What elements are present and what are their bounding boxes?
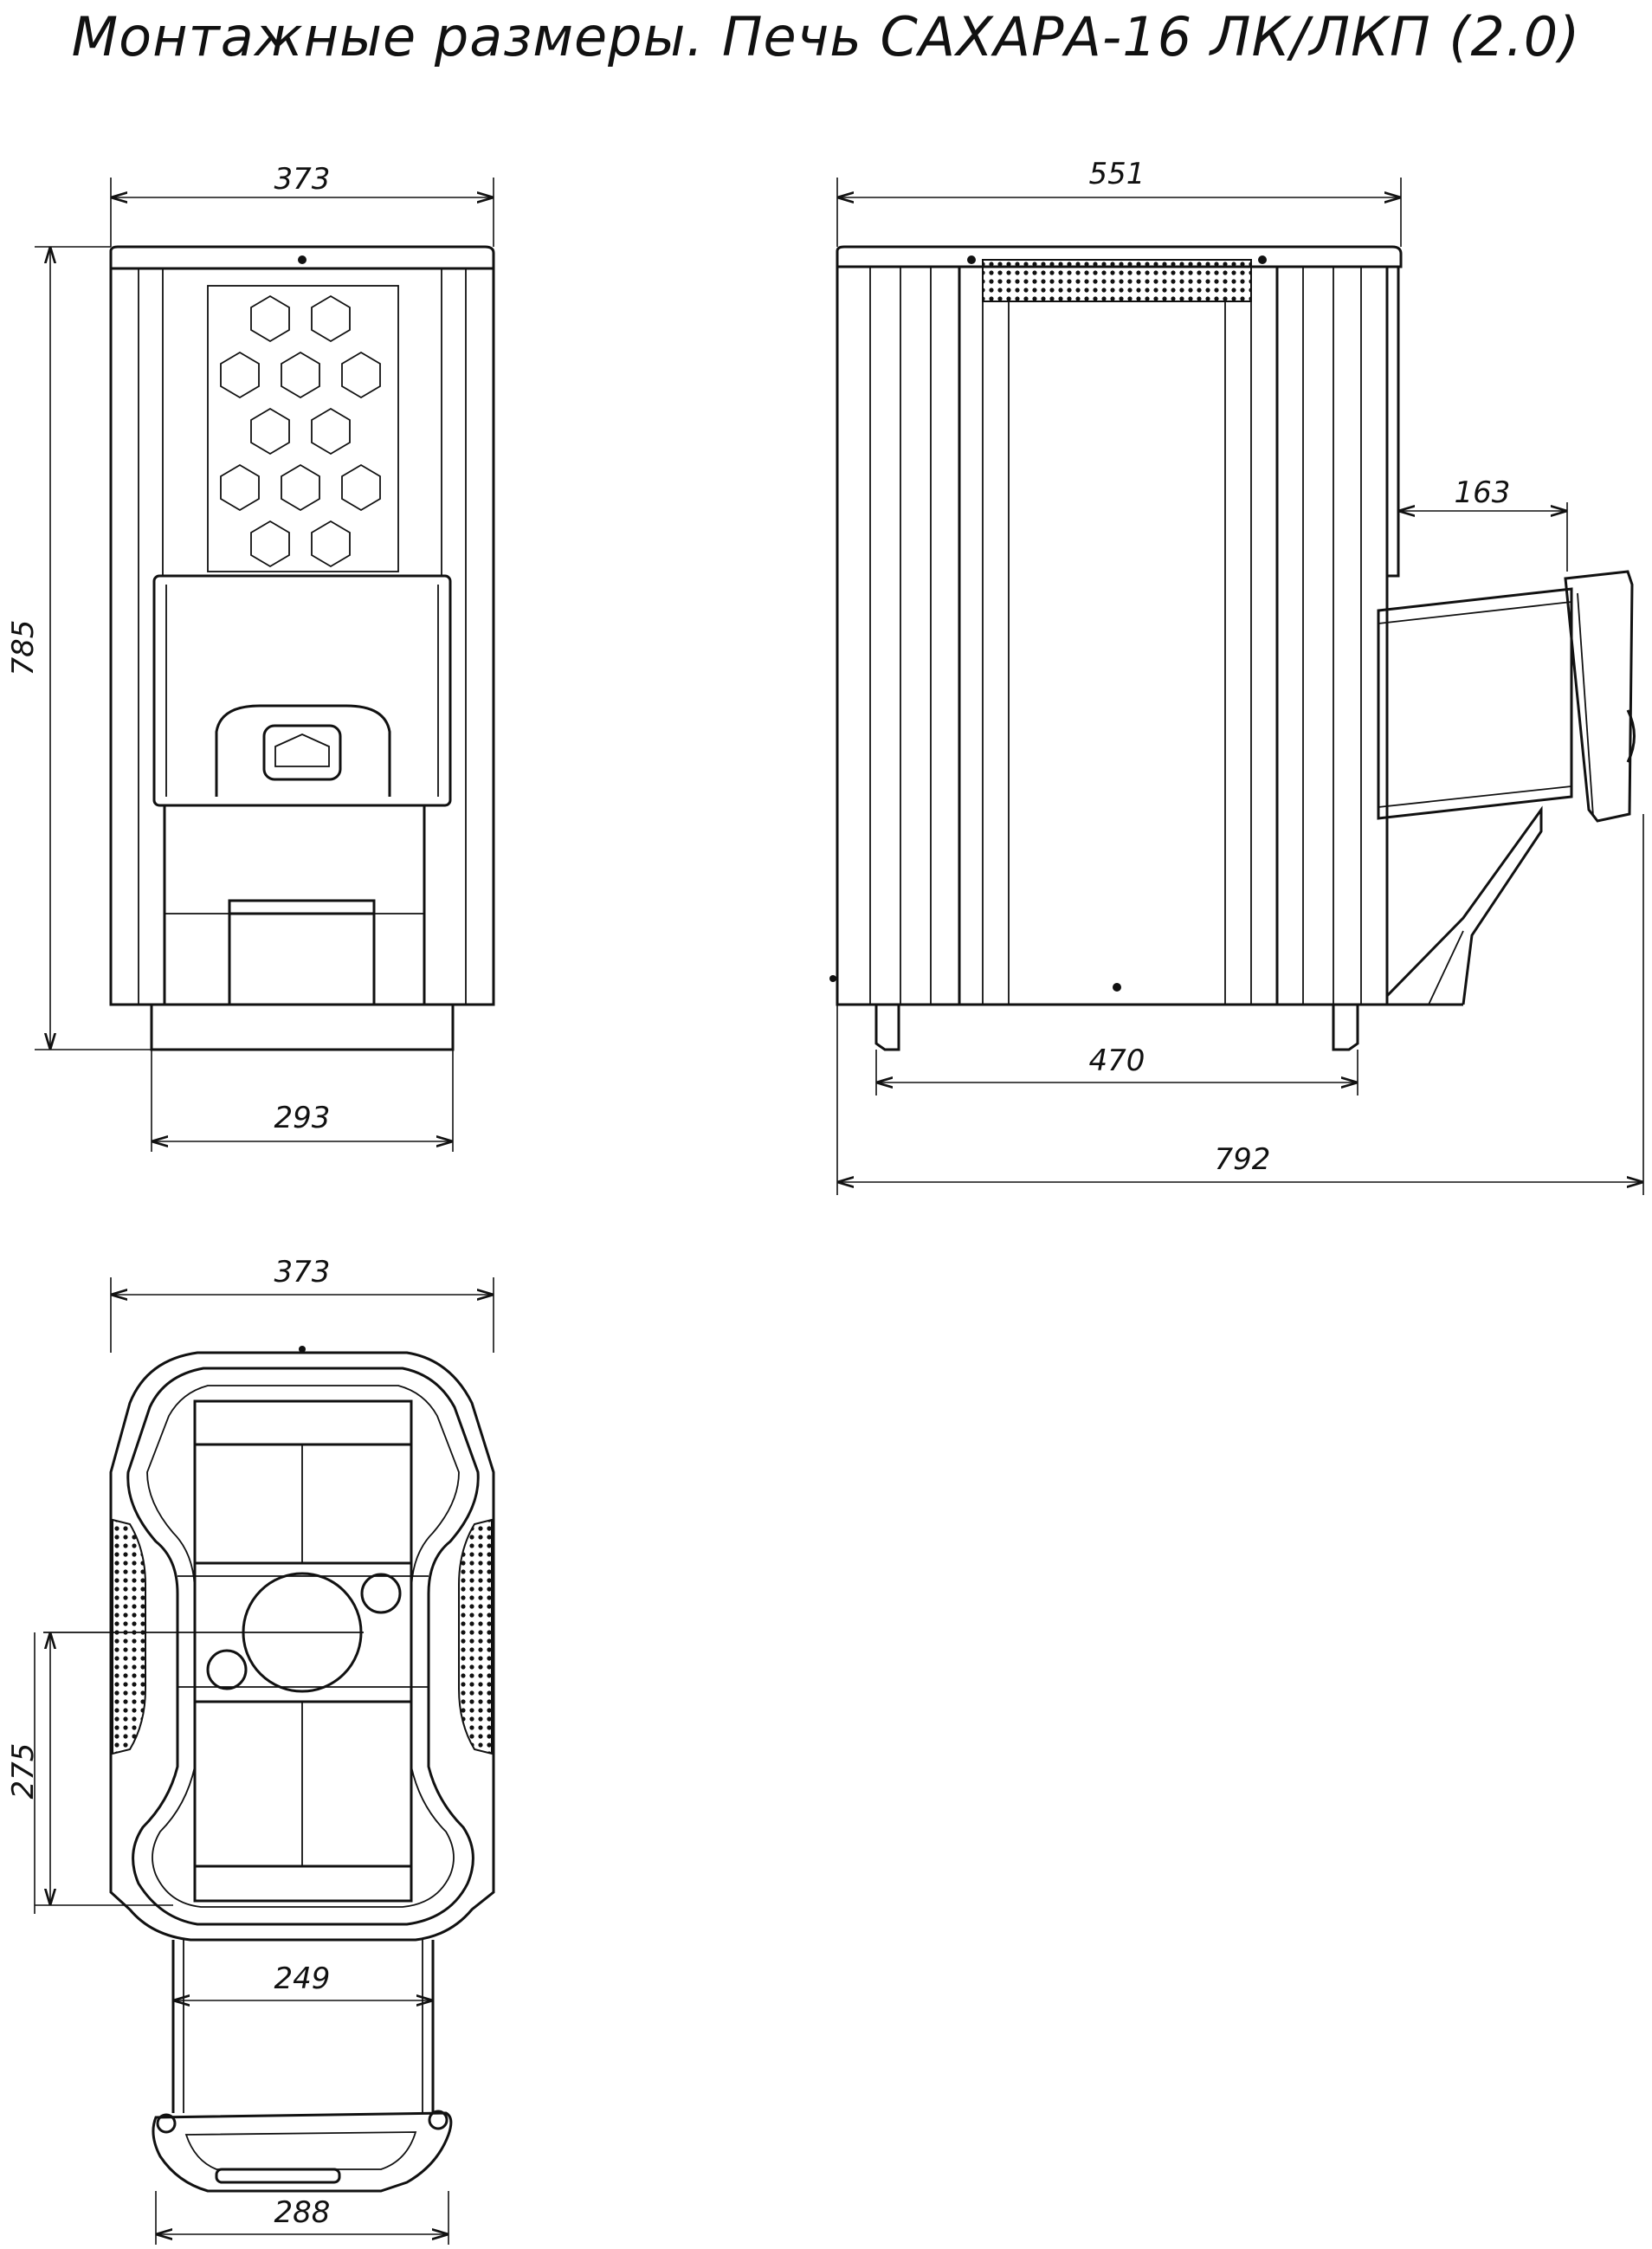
dim-front-height: 785 xyxy=(6,620,41,676)
dim-side-legs: 470 xyxy=(1089,1044,1145,1078)
dim-top-width: 373 xyxy=(274,1255,331,1289)
dim-top-center: 275 xyxy=(6,1743,41,1800)
dim-top-channel: 249 xyxy=(274,1961,331,1996)
front-view: 373 785 293 xyxy=(6,162,495,1152)
dim-side-width: 551 xyxy=(1089,157,1145,191)
dim-side-pipe: 163 xyxy=(1455,475,1511,510)
dim-front-width: 373 xyxy=(274,162,331,197)
dim-top-door: 288 xyxy=(274,2195,331,2230)
side-view: 551 163 470 792 xyxy=(829,157,1644,1195)
top-view: 373 275 249 288 xyxy=(6,1255,495,2245)
drawing-title: Монтажные размеры. Печь САХАРА-16 ЛК/ЛКП… xyxy=(71,5,1581,68)
honeycomb-grille xyxy=(220,294,381,568)
dim-front-bottom-width: 293 xyxy=(274,1101,331,1135)
dim-side-total: 792 xyxy=(1215,1142,1271,1177)
